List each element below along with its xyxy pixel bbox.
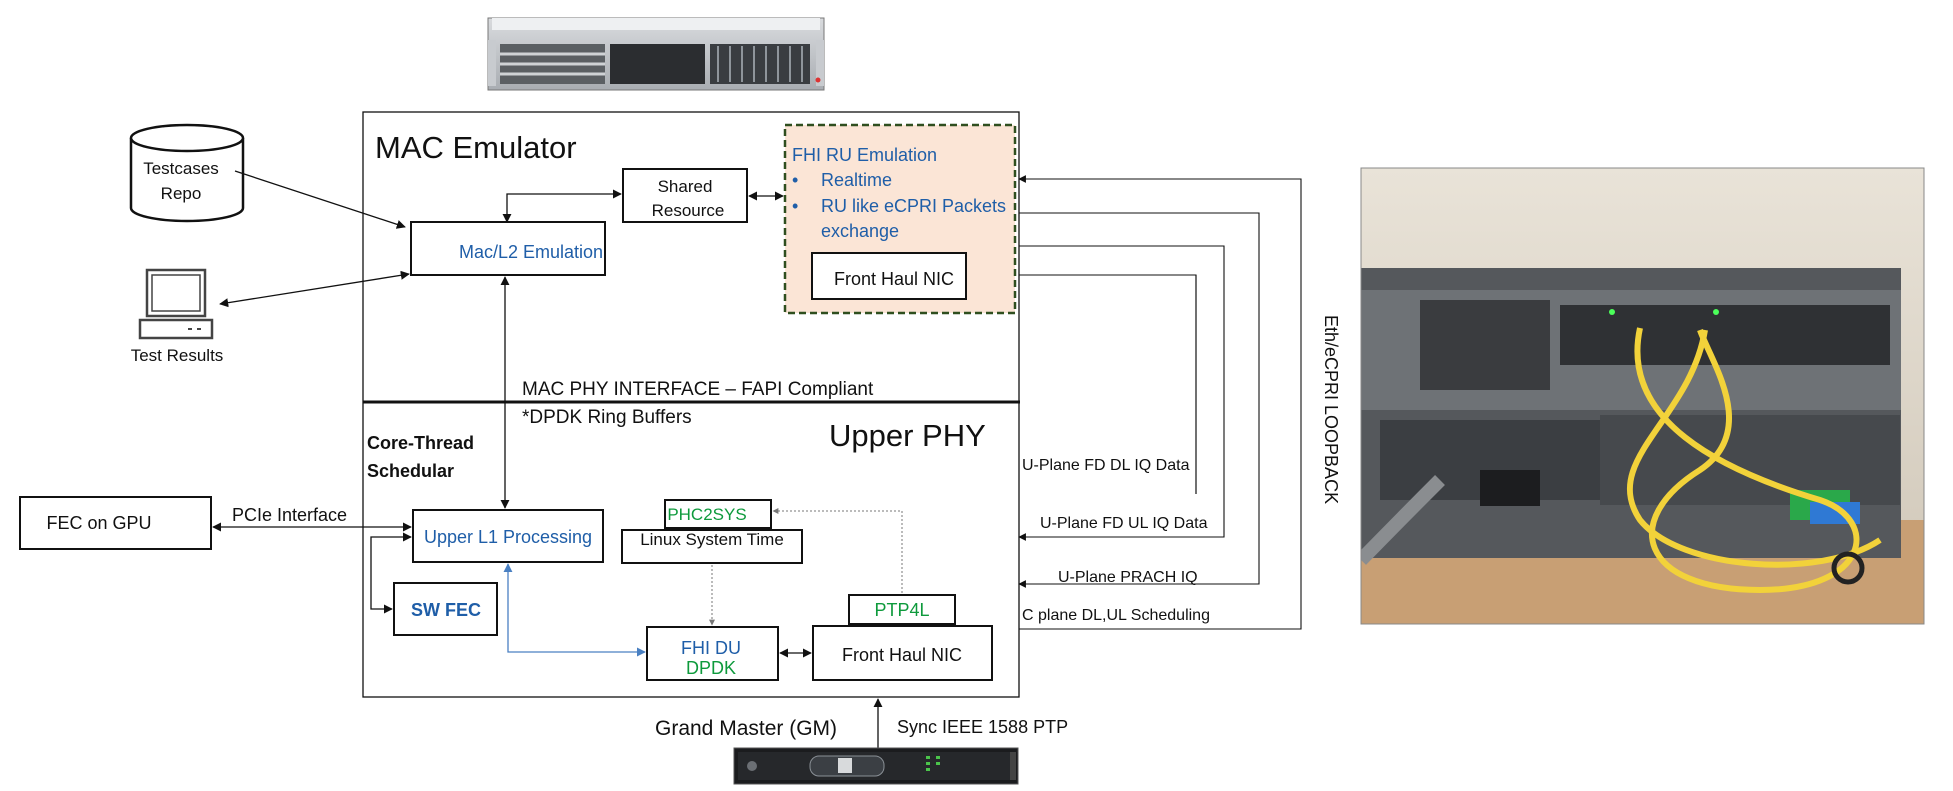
rack-server-photo-icon bbox=[487, 17, 825, 91]
mac-results-link bbox=[219, 270, 410, 308]
fhi-du-dpdk-box[interactable] bbox=[646, 626, 779, 681]
grandmaster-clock-appliance-icon bbox=[733, 747, 1019, 785]
sw-fec-label: SW FEC bbox=[411, 600, 481, 620]
shared-resource-box[interactable] bbox=[622, 168, 748, 223]
upper-l1-processing-label: Upper L1 Processing bbox=[424, 527, 592, 547]
repo-to-mac-link bbox=[234, 170, 406, 229]
phc2sys-box[interactable] bbox=[664, 499, 772, 529]
ru-front-haul-nic-label: Front Haul NIC bbox=[834, 269, 954, 289]
shared-resource-label-line2: Resource bbox=[652, 201, 725, 220]
fhi-du-label: FHI DU bbox=[681, 638, 741, 658]
ptp4l-phc2sys-sync-link bbox=[772, 508, 903, 593]
core-thread-label-line1: Core-Thread bbox=[367, 433, 474, 453]
database-cylinder-icon bbox=[129, 123, 245, 223]
ru-bullet-ecpri-line1: RU like eCPRI Packets bbox=[821, 196, 1006, 216]
pcie-interface-label: PCIe Interface bbox=[232, 505, 347, 525]
link-label-c-plane: C plane DL,UL Scheduling bbox=[1022, 607, 1210, 624]
link-label-dl-iq: U-Plane FD DL IQ Data bbox=[1022, 457, 1190, 474]
phc2sys-label: PHC2SYS bbox=[667, 505, 746, 524]
fhi-ru-emulation-title: FHI RU Emulation bbox=[792, 145, 937, 165]
core-thread-label-line2: Schedular bbox=[367, 461, 454, 481]
grand-master-label: Grand Master (GM) bbox=[655, 717, 837, 740]
ru-front-haul-nic-box[interactable] bbox=[811, 252, 967, 300]
laptop-icon bbox=[138, 268, 214, 340]
linux-system-time-box[interactable] bbox=[621, 529, 803, 564]
testcases-repo-label-line2: Repo bbox=[161, 184, 202, 203]
du-front-haul-nic-label: Front Haul NIC bbox=[842, 645, 962, 665]
fec-on-gpu-label: FEC on GPU bbox=[46, 513, 151, 533]
du-front-haul-nic-box[interactable] bbox=[812, 625, 993, 681]
shared-resource-label-line1: Shared bbox=[658, 177, 713, 196]
dpdk-ring-buffers-label: *DPDK Ring Buffers bbox=[522, 407, 692, 428]
internal-connectors bbox=[370, 189, 812, 658]
ru-bullet-ecpri-line2: exchange bbox=[821, 221, 899, 241]
mac-l2-emulation-box[interactable] bbox=[410, 221, 606, 276]
server-loopback-photo bbox=[1360, 167, 1925, 625]
mac-phy-interface-label: MAC PHY INTERFACE – FAPI Compliant bbox=[522, 379, 874, 400]
link-label-prach-iq: U-Plane PRACH IQ bbox=[1058, 569, 1198, 586]
linux-system-time-label: Linux System Time bbox=[640, 530, 784, 549]
mac-emulator-title: MAC Emulator bbox=[375, 130, 577, 165]
ru-bullet-realtime: Realtime bbox=[821, 170, 892, 190]
upper-phy-title: Upper PHY bbox=[829, 418, 986, 453]
ru-bullet-dot-2: • bbox=[792, 196, 798, 216]
testcases-repo-label-line1: Testcases bbox=[143, 159, 219, 178]
upper-l1-fhi-du-link bbox=[503, 563, 646, 657]
loopback-links bbox=[1018, 175, 1302, 630]
dpdk-label: DPDK bbox=[686, 658, 736, 678]
fec-on-gpu-box[interactable] bbox=[19, 496, 212, 550]
loopback-vertical-label: Eth/eCPRI LOOPBACK bbox=[1321, 315, 1341, 504]
ptp4l-label: PTP4L bbox=[874, 600, 929, 620]
link-label-ul-iq: U-Plane FD UL IQ Data bbox=[1040, 515, 1208, 532]
main-system-box bbox=[362, 111, 1020, 698]
mac-l2-emulation-label: Mac/L2 Emulation bbox=[459, 242, 603, 262]
test-results-label: Test Results bbox=[131, 346, 224, 365]
upper-l1-processing-box[interactable] bbox=[412, 509, 604, 563]
ru-bullet-dot-1: • bbox=[792, 170, 798, 190]
sync-ptp-label: Sync IEEE 1588 PTP bbox=[897, 717, 1068, 737]
ptp4l-box[interactable] bbox=[848, 594, 956, 625]
